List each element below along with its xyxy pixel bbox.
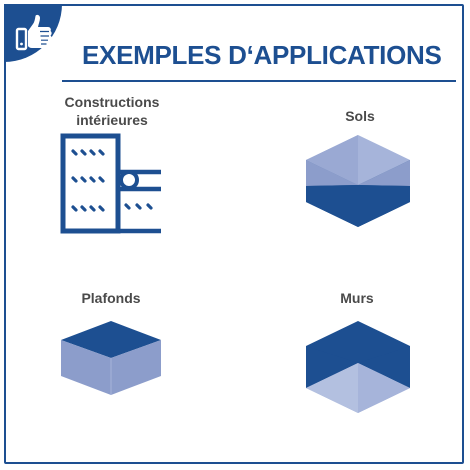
thumbs-up-icon bbox=[15, 14, 52, 51]
ceiling-corner-icon bbox=[61, 321, 161, 395]
header-badge bbox=[4, 4, 62, 62]
page-title: EXEMPLES D‘APPLICATIONS bbox=[82, 40, 442, 70]
label-sols: Sols bbox=[345, 108, 375, 124]
label-line-2: intérieures bbox=[76, 112, 148, 128]
label-murs: Murs bbox=[340, 290, 374, 306]
label-constructions-interieures: Constructions intérieures bbox=[52, 93, 172, 129]
wall-cube-icon bbox=[306, 321, 410, 413]
label-plafonds: Plafonds bbox=[81, 290, 141, 306]
label-line-1: Constructions bbox=[64, 94, 160, 110]
title-divider bbox=[62, 80, 456, 82]
floor-cube-icon bbox=[306, 135, 410, 227]
building-icon bbox=[60, 133, 161, 234]
